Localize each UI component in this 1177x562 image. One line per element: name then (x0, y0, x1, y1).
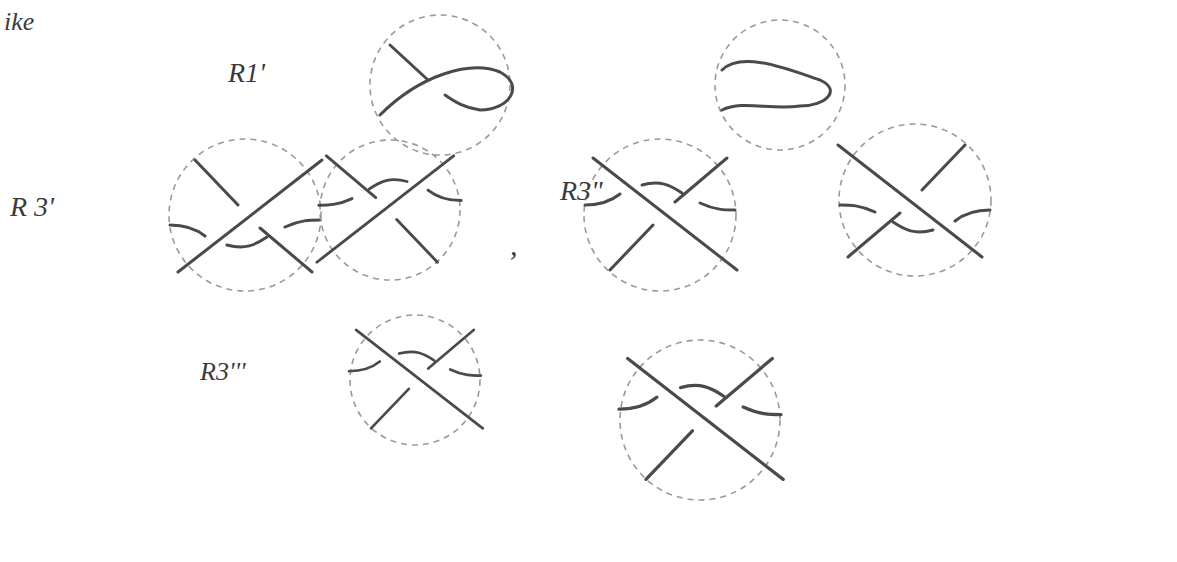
triple-crossing (585, 158, 737, 270)
triple-crossing (170, 160, 322, 272)
move-label: ike (4, 8, 34, 37)
kink-strand (380, 68, 513, 115)
move-label: R3" (560, 176, 603, 207)
move-region (169, 139, 321, 291)
move-region (370, 15, 510, 155)
move-region (584, 139, 736, 291)
move-region (620, 340, 780, 500)
kink-strand (390, 45, 428, 80)
move-label: R 3' (10, 192, 54, 223)
move-region (320, 140, 460, 280)
triple-crossing (838, 145, 990, 257)
move-label: R3''' (200, 358, 246, 387)
triple-crossing (619, 358, 783, 479)
triple-crossing (317, 156, 461, 262)
separator-mark: , (510, 228, 518, 261)
triple-crossing (349, 330, 483, 429)
move-label: R1' (228, 58, 265, 89)
move-region (839, 124, 991, 276)
plain-strand (722, 61, 830, 110)
move-region (715, 20, 845, 150)
move-region (350, 315, 480, 445)
